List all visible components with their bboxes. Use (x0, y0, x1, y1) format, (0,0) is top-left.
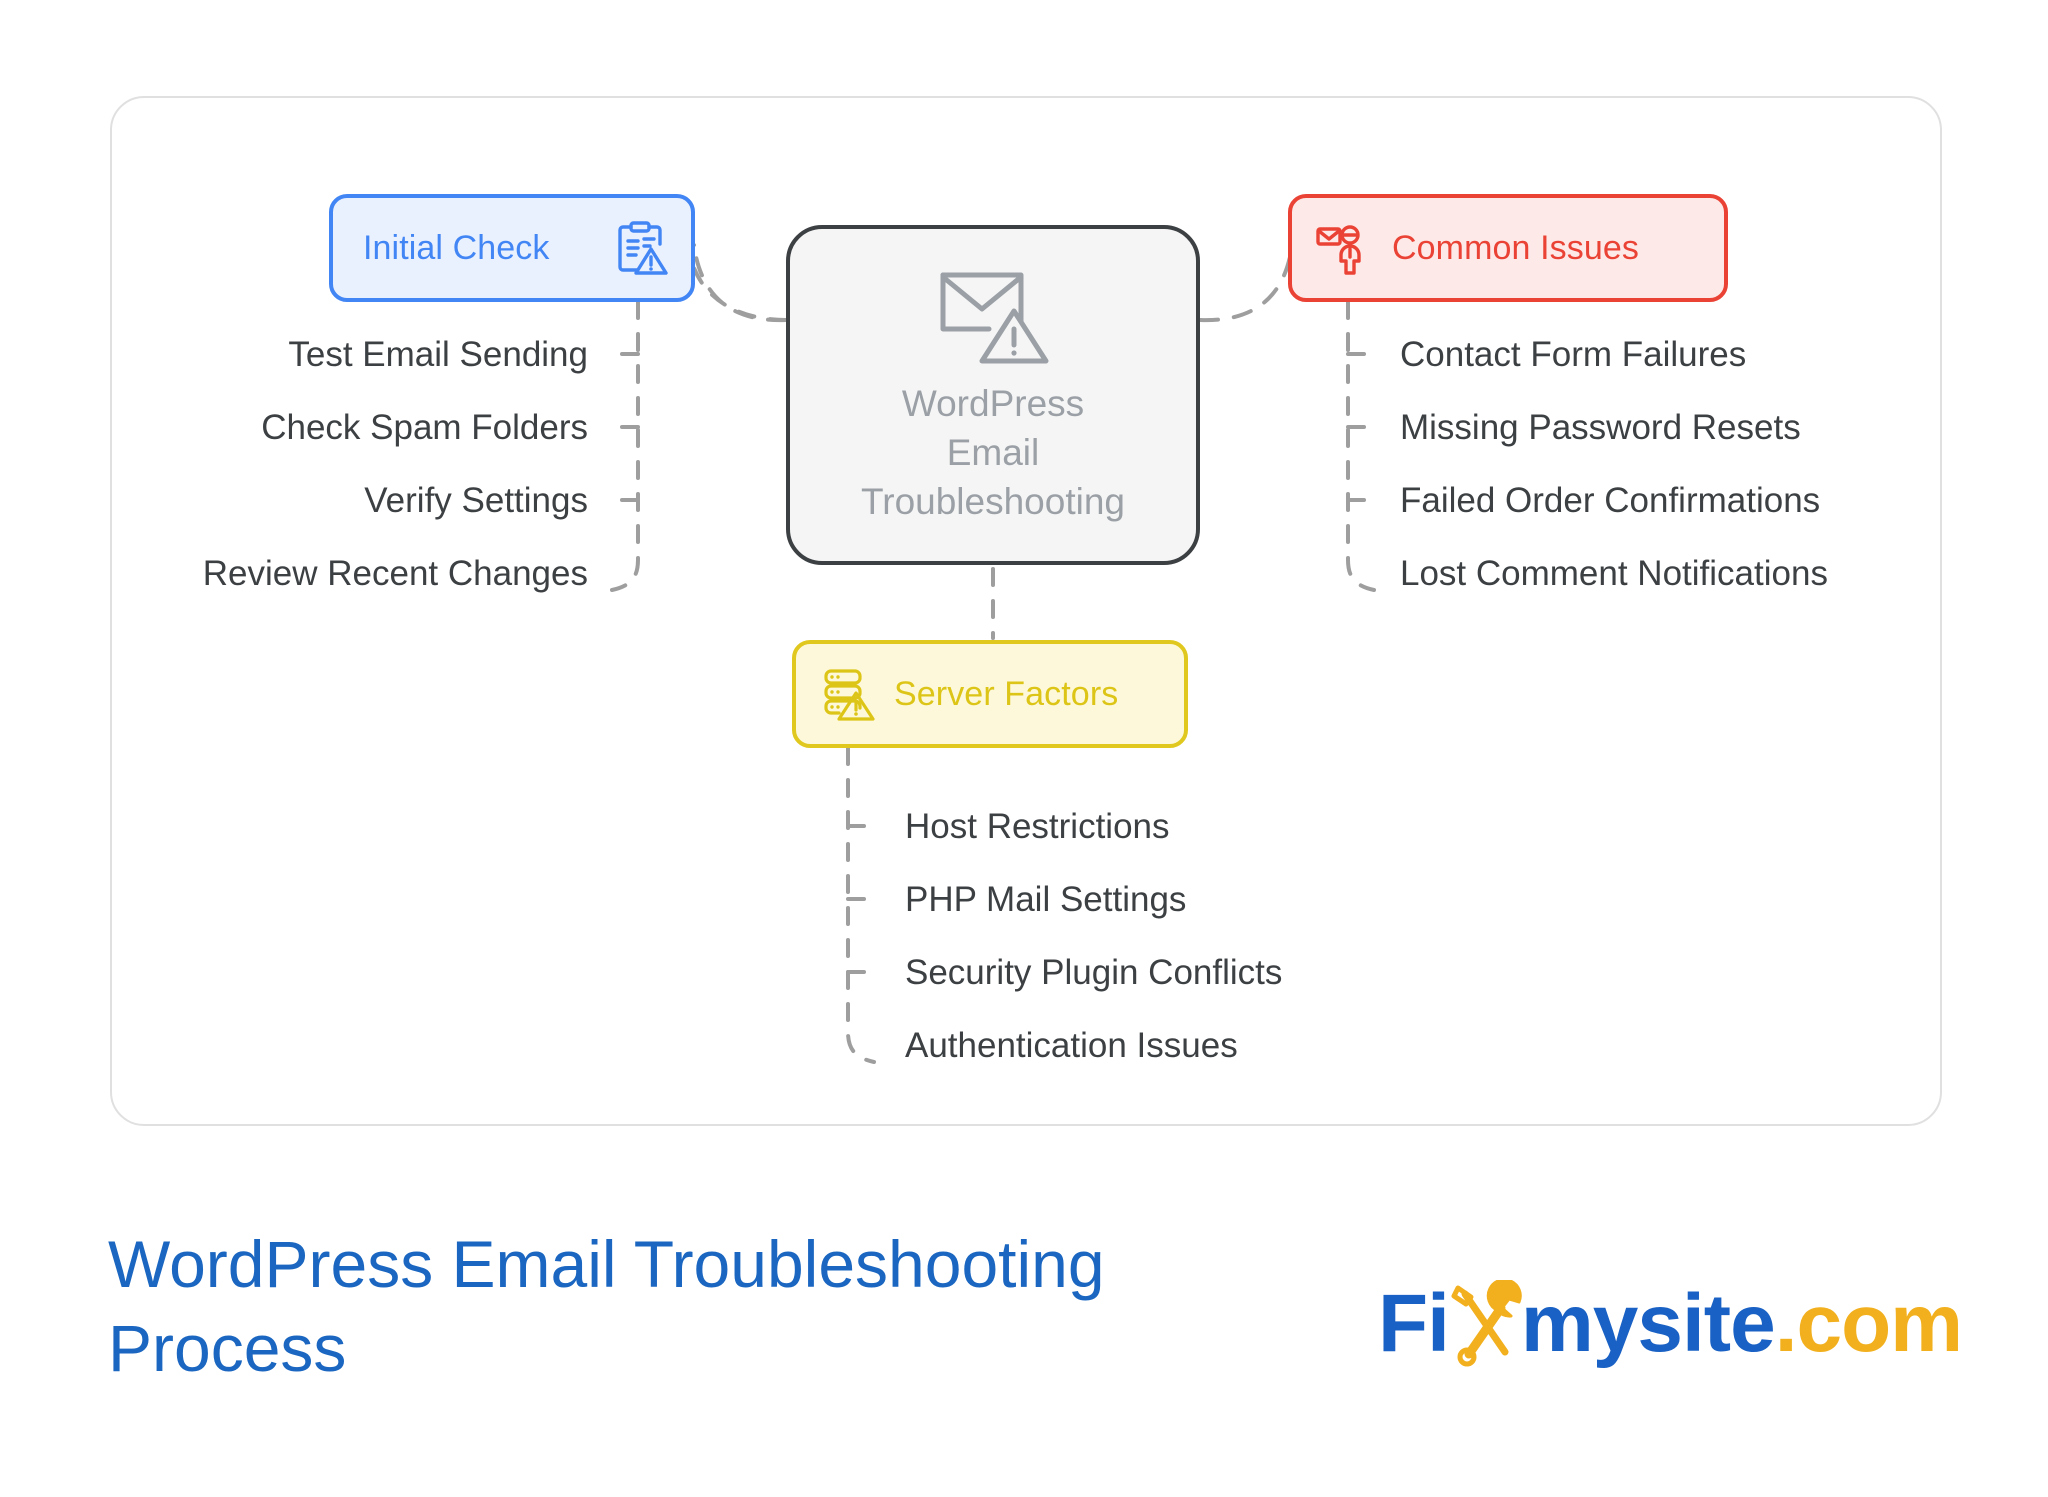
list-item: Contact Form Failures (1400, 335, 1747, 374)
list-item: Lost Comment Notifications (1400, 554, 1828, 593)
clipboard-warning-icon (611, 219, 669, 277)
branch-label-common-issues: Common Issues (1392, 228, 1639, 267)
leaf-list-initial-check: Test Email Sending Check Spam Folders Ve… (110, 318, 588, 610)
list-item: Test Email Sending (288, 335, 588, 374)
logo-text-mysite: mysite (1520, 1278, 1776, 1369)
center-node[interactable]: WordPress Email Troubleshooting (786, 225, 1200, 565)
branch-label-initial-check: Initial Check (363, 228, 550, 267)
list-item: Review Recent Changes (202, 554, 588, 593)
leaf-list-server-factors: Host Restrictions PHP Mail Settings Secu… (905, 790, 1425, 1082)
list-item: Failed Order Confirmations (1400, 481, 1821, 520)
list-item: Verify Settings (364, 481, 588, 520)
list-item: PHP Mail Settings (905, 880, 1187, 919)
branch-node-server-factors[interactable]: Server Factors (792, 640, 1188, 748)
branch-node-common-issues[interactable]: Common Issues (1288, 194, 1728, 302)
leaf-list-common-issues: Contact Form Failures Missing Password R… (1400, 318, 1960, 610)
logo-text-dotcom: .com (1774, 1278, 1963, 1369)
page-title: WordPress Email Troubleshooting Process (108, 1227, 1105, 1385)
branch-node-initial-check[interactable]: Initial Check (329, 194, 695, 302)
branch-label-server-factors: Server Factors (894, 674, 1119, 713)
list-item: Host Restrictions (905, 807, 1170, 846)
wrench-screwdriver-cross-icon (1447, 1280, 1525, 1368)
logo-text-fi: Fi (1378, 1278, 1450, 1369)
envelope-warning-icon (934, 261, 1052, 367)
server-warning-icon (818, 665, 876, 723)
mail-person-icon (1314, 219, 1372, 277)
list-item: Authentication Issues (905, 1026, 1238, 1065)
brand-logo[interactable]: Fi mysite .com (1378, 1278, 1963, 1370)
list-item: Security Plugin Conflicts (905, 953, 1283, 992)
list-item: Missing Password Resets (1400, 408, 1801, 447)
center-node-label: WordPress Email Troubleshooting (861, 383, 1125, 522)
list-item: Check Spam Folders (261, 408, 588, 447)
